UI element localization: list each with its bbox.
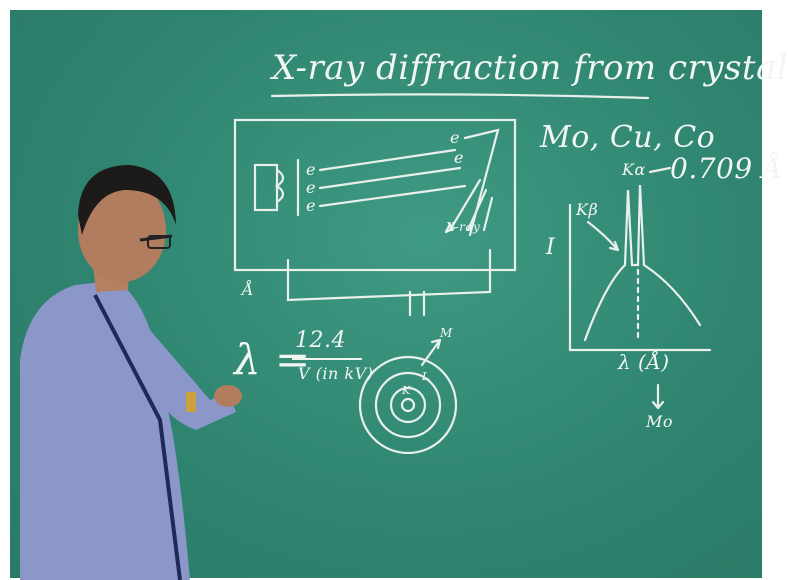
- shell-k-label: K: [402, 384, 411, 397]
- target-anode: [463, 128, 500, 237]
- tube-electron-label-2: e: [454, 148, 464, 167]
- equation-denominator: V (in kV): [298, 364, 374, 383]
- k-beta-label: Kβ: [576, 200, 599, 219]
- angstrom-mark: Å: [242, 280, 255, 299]
- lecturer: [20, 165, 242, 580]
- tube-electron-label-1: e: [450, 128, 460, 147]
- chalk-drawings: [233, 93, 712, 455]
- k-alpha-label: Kα: [622, 160, 646, 179]
- lecturer-arm: [150, 330, 236, 430]
- lanyard: [93, 294, 182, 580]
- k-alpha-wavelength: 0.709 Å: [670, 152, 783, 185]
- spectrum-curve: [583, 184, 702, 342]
- xray-tube-box: [233, 118, 517, 272]
- video-frame: X-ray diffraction from crystal Mo, Cu, C…: [10, 10, 788, 580]
- electron-label-1: e: [306, 160, 316, 179]
- equation-numerator: 12.4: [295, 328, 346, 353]
- fraction-bar: [292, 358, 362, 360]
- lecturer-shirt: [20, 280, 190, 580]
- atom-nucleus: [400, 397, 416, 413]
- atom-shell-outer: [358, 355, 458, 455]
- intensity-axis-label: I: [546, 235, 556, 260]
- target-metals: Mo, Cu, Co: [540, 120, 716, 155]
- spectrum-axes: [568, 203, 712, 352]
- atom-shell-inner: [389, 386, 427, 424]
- filament: [253, 163, 279, 212]
- shell-m-label: M: [440, 326, 453, 340]
- wristwatch-icon: [186, 392, 196, 412]
- electron-label-2: e: [306, 178, 316, 197]
- lecturer-hand: [214, 385, 242, 407]
- xray-label: X-ray: [446, 220, 481, 234]
- atom-shell-middle: [374, 371, 442, 439]
- mo-target-label: Mo: [646, 412, 674, 431]
- lecturer-head: [78, 178, 166, 282]
- filament-coil: [275, 168, 285, 204]
- tube-stem: [408, 290, 426, 317]
- shell-l-label: L: [422, 370, 430, 383]
- tube-housing: [286, 248, 492, 302]
- lecturer-hair: [78, 165, 176, 235]
- lambda-axis-label: λ (Å): [618, 350, 670, 374]
- board-title: X-ray diffraction from crystal: [272, 48, 788, 88]
- title-underline: [270, 93, 650, 100]
- electron-label-3: e: [306, 196, 316, 215]
